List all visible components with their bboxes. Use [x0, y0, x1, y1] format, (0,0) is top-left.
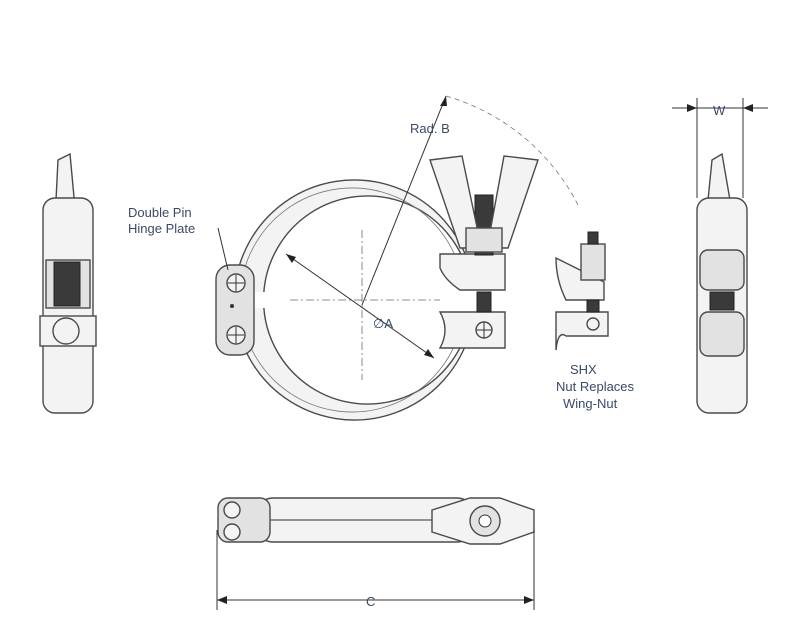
hinge-label-line1: Double Pin: [128, 205, 192, 220]
bottom-view: [216, 497, 535, 610]
front-view: [215, 95, 579, 421]
hinge-label-line2: Hinge Plate: [128, 221, 195, 236]
shx-nut: [580, 243, 606, 281]
clamp-split: [250, 292, 270, 308]
bolt-thread-lower: [476, 291, 492, 313]
right-side-view: [672, 98, 768, 414]
radius-arc: [445, 95, 579, 206]
left-thread: [53, 261, 81, 307]
diameter-leader: [285, 253, 435, 359]
radius-leader: [361, 95, 447, 306]
shx-label-line3: Wing-Nut: [563, 396, 618, 411]
shx-label-line2: Nut Replaces: [556, 379, 635, 394]
diameter-label: ∅A: [373, 316, 393, 331]
latch-lug-lower: [438, 311, 506, 349]
radius-label: Rad. B: [410, 121, 450, 136]
shx-label-line1: SHX: [570, 362, 597, 377]
left-side-view: [39, 152, 97, 414]
latch-lug-upper: [439, 253, 506, 291]
shx-lug-lower: [555, 311, 609, 351]
width-label: W: [713, 103, 726, 118]
hinge-leader: [217, 227, 229, 271]
length-label: C: [366, 594, 375, 609]
right-thread: [709, 291, 735, 311]
shx-detail: [555, 231, 609, 351]
